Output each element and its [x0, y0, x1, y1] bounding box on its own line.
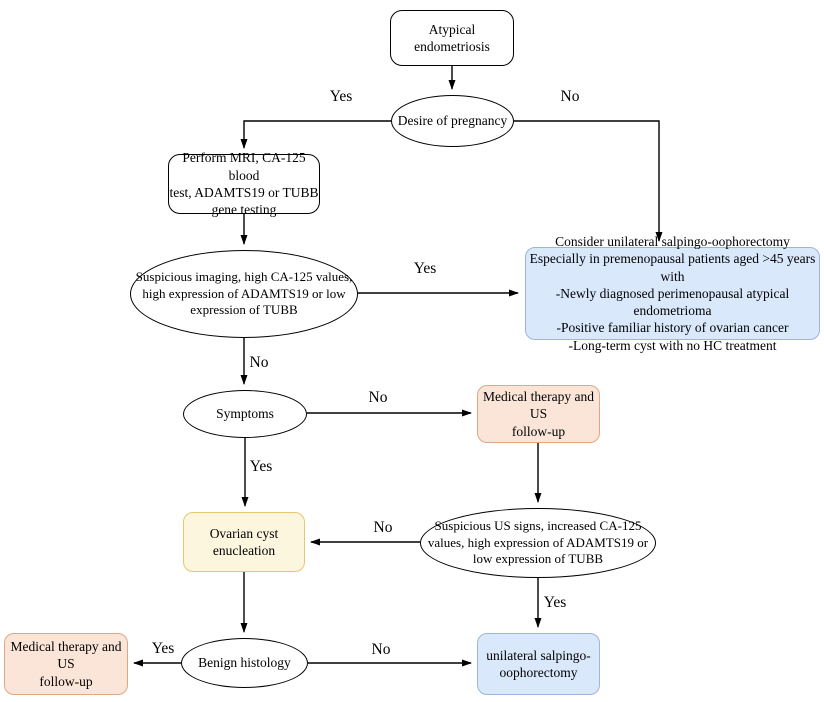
edge-label-benign-no: No: [371, 641, 391, 658]
node-perform-tests: Perform MRI, CA-125 blood test, ADAMTS19…: [168, 150, 320, 218]
edge-desire-yes-to-tests: [240, 120, 391, 149]
edge-desire-no-to-consider: [514, 120, 663, 242]
edge-label-imaging-yes: Yes: [413, 260, 437, 277]
node-desire-of-pregnancy: Desire of pregnancy: [391, 95, 514, 147]
node-consider-oophorectomy: Consider unilateral salpingo-oophorectom…: [525, 234, 820, 353]
node-medical-therapy-followup-right: Medical therapy and US follow-up: [477, 385, 600, 443]
node-suspicious-imaging: Suspicious imaging, high CA-125 values, …: [130, 250, 358, 338]
edge-label-symptoms-no: No: [368, 389, 388, 406]
edge-label-imaging-no: No: [249, 354, 269, 371]
node-unilateral-oophorectomy: unilateral salpingo- oophorectomy: [477, 633, 600, 695]
node-ovarian-cyst-enucleation: Ovarian cyst enucleation: [183, 512, 305, 572]
edge-label-pregnancy-yes: Yes: [329, 88, 353, 105]
node-suspicious-us-signs: Suspicious US signs, increased CA-125 va…: [420, 508, 656, 578]
edge-label-pregnancy-no: No: [560, 88, 580, 105]
node-medical-therapy-followup-bottom: Medical therapy and US follow-up: [4, 633, 128, 695]
node-benign-histology: Benign histology: [181, 638, 308, 688]
edge-label-us-yes: Yes: [543, 594, 567, 611]
edge-label-symptoms-yes: Yes: [249, 458, 273, 475]
node-atypical-endometriosis: Atypical endometriosis: [390, 10, 514, 66]
node-symptoms: Symptoms: [183, 390, 307, 438]
edge-label-benign-yes: Yes: [151, 640, 175, 657]
edge-label-us-no: No: [373, 519, 393, 536]
